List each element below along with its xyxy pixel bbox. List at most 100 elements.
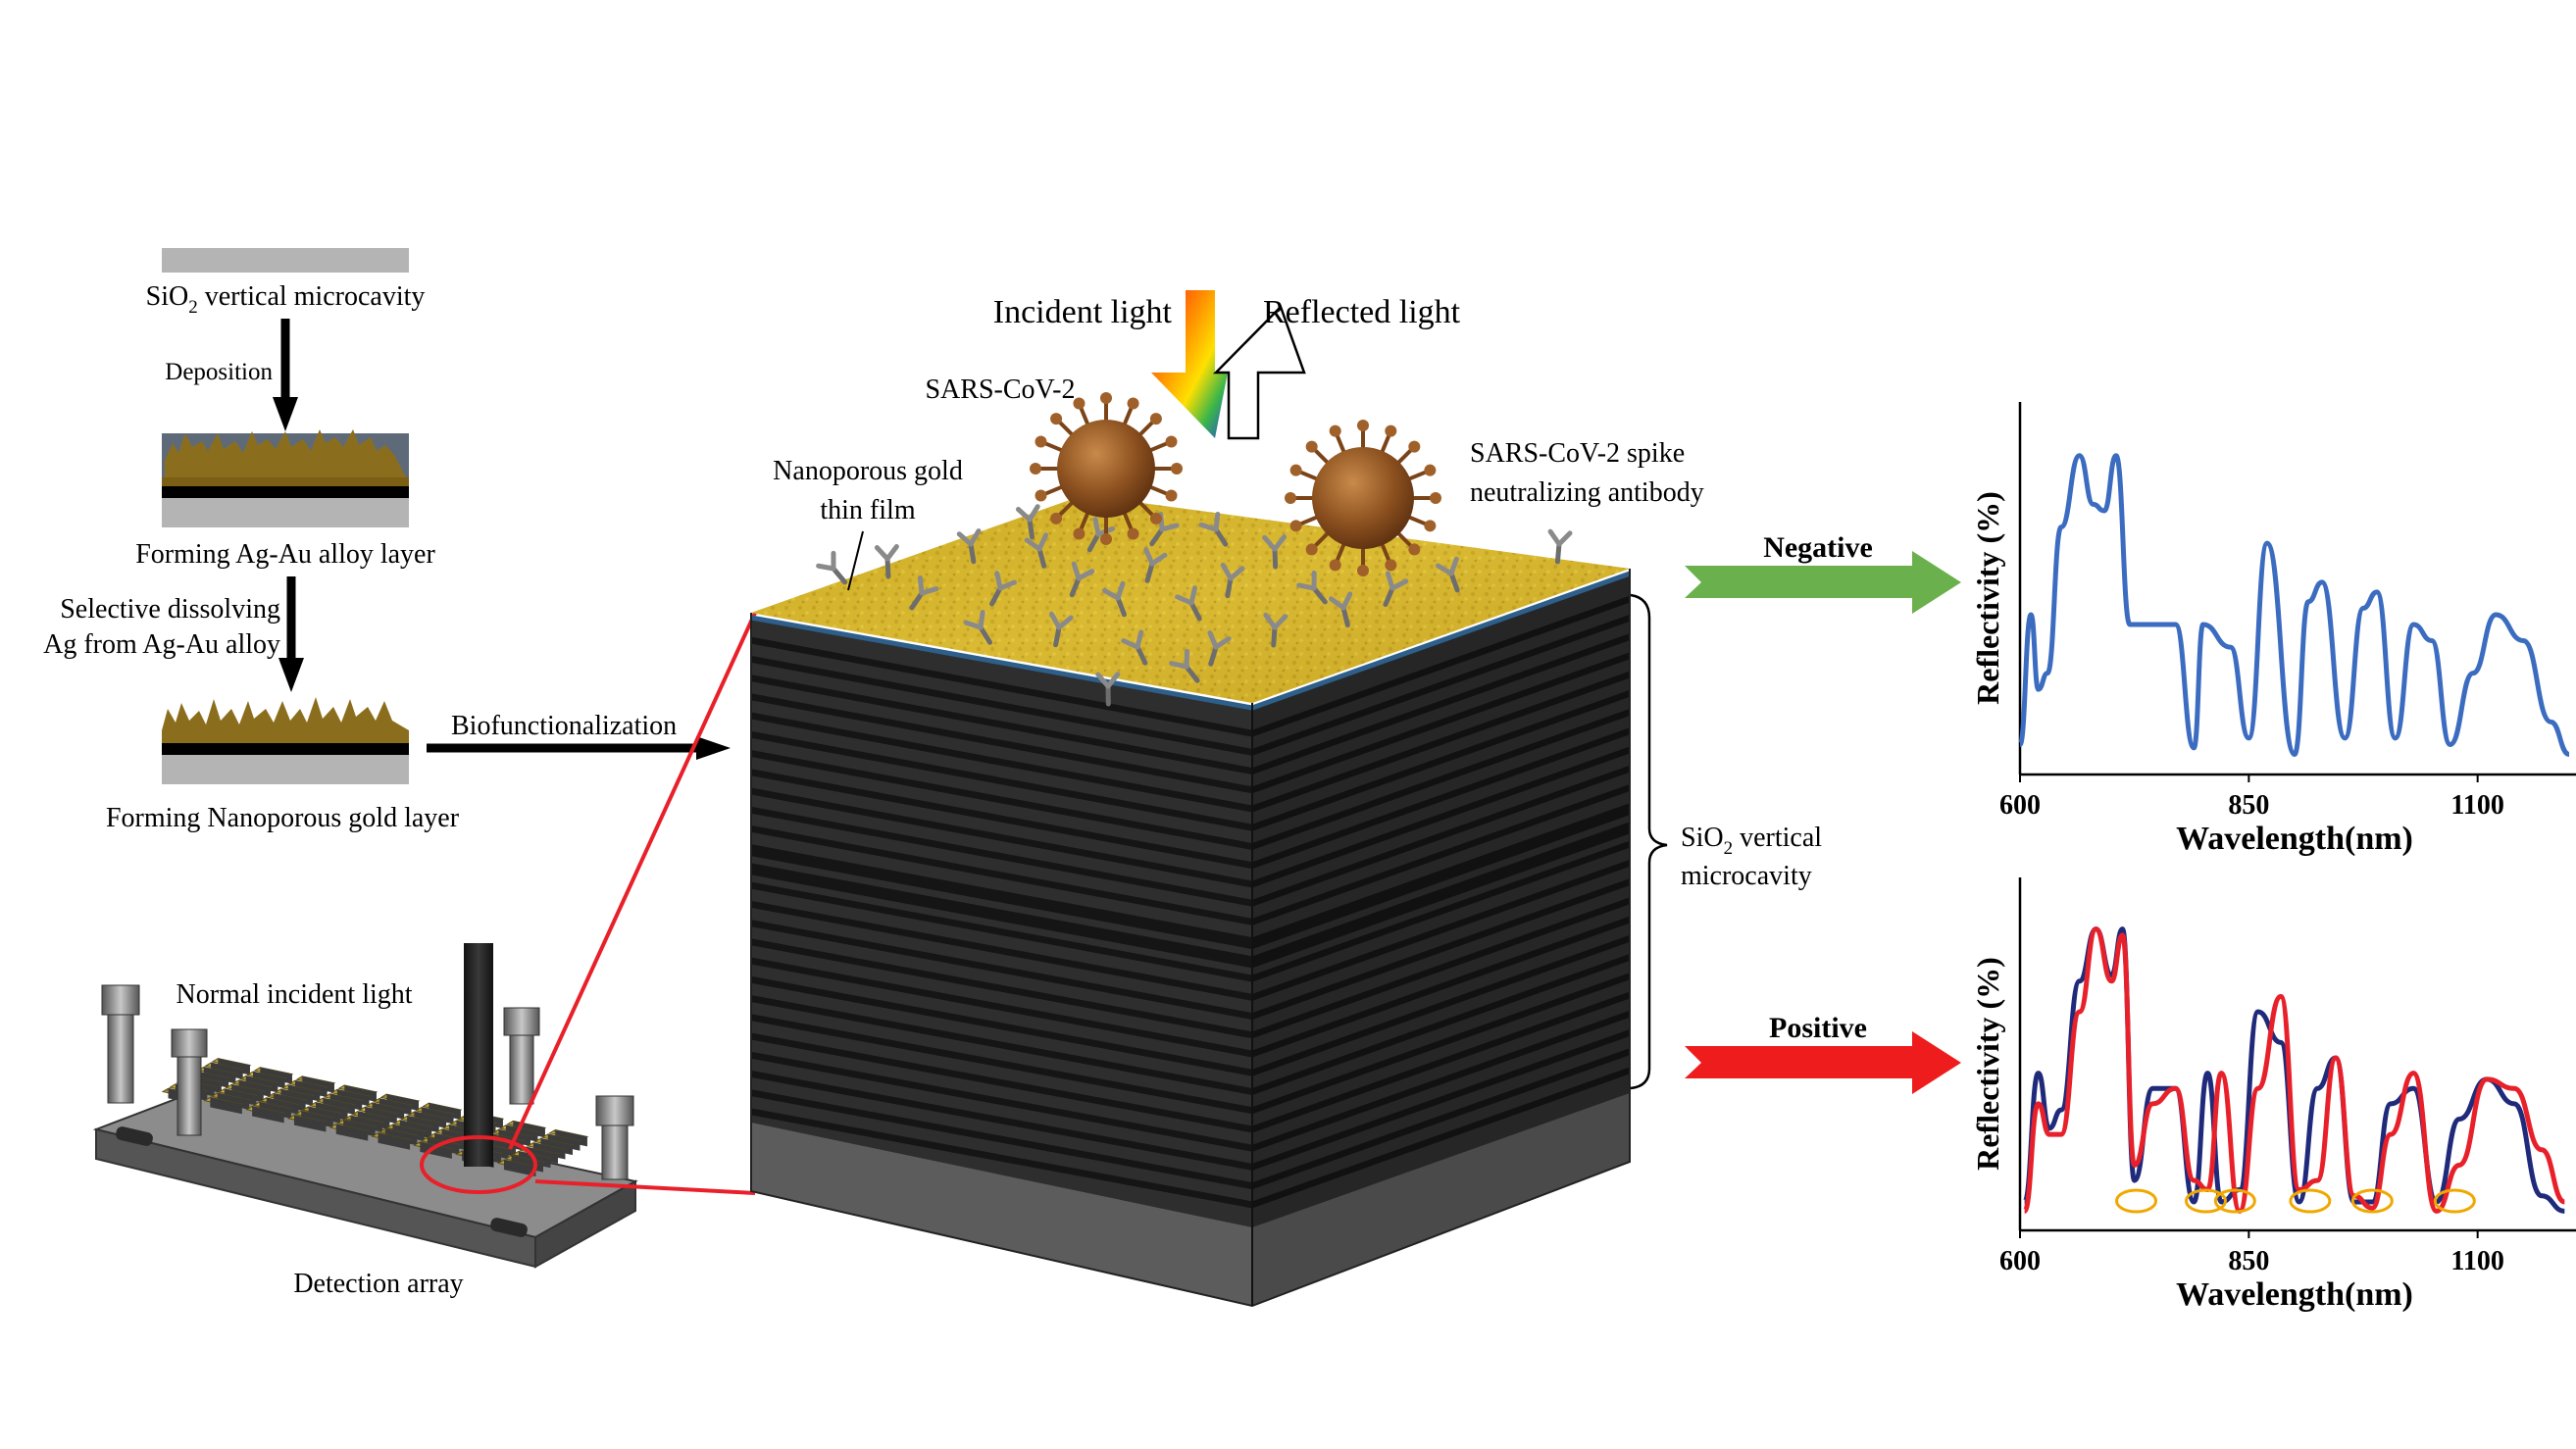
virus-spike-tip [1149, 512, 1162, 525]
cavity-layer-right [1252, 859, 1630, 1001]
virus-spike-tip [1329, 425, 1341, 437]
negative-label: Negative [1763, 531, 1873, 564]
antibody [1069, 561, 1095, 598]
antibody-field [816, 504, 1573, 707]
virus-spike-tip [1030, 463, 1041, 475]
cavity-layer-front [751, 957, 1252, 1058]
cavity-layer-front [751, 824, 1252, 925]
x-tick-label: 600 [1999, 790, 2041, 821]
npg-leader-line [847, 530, 864, 591]
virus-spike-tip [1127, 397, 1139, 410]
cavity-layer-front [751, 1108, 1252, 1209]
antibody [816, 550, 848, 585]
cavity-layer-right [1252, 822, 1630, 969]
screw-back-left [171, 1028, 208, 1136]
incident-light-label: Incident light [993, 294, 1173, 330]
cavity-layer-right [1252, 991, 1630, 1133]
step1-label: SiO2 vertical microcavity [146, 281, 426, 318]
cavity-layer-front [751, 806, 1252, 907]
cavity-layer-right [1252, 671, 1630, 813]
virus-spike-tip [1127, 527, 1139, 540]
virus-spike-tip [1165, 489, 1178, 502]
cavity-layer-right [1252, 746, 1630, 888]
sensor-pad-side [252, 1106, 284, 1124]
virus-spike-tip [1289, 520, 1302, 532]
antibody [1169, 648, 1200, 683]
detection-array: Normal incident light Detection array [92, 943, 638, 1299]
dissolve-label-line1: Selective dissolving [60, 594, 280, 625]
shift-marker [2350, 1188, 2394, 1214]
shift-marker [2184, 1188, 2227, 1214]
cavity-layer-front [751, 730, 1252, 831]
sensor-pad-side [503, 1160, 536, 1177]
microcavity-bracket [1630, 593, 1668, 1090]
series-line [2022, 926, 2566, 1214]
npg-label-line2: thin film [820, 495, 915, 525]
antibody [989, 571, 1017, 607]
cavity-layer-front [751, 1051, 1252, 1152]
antibody [1435, 556, 1460, 593]
virus-spike-tip [1165, 435, 1178, 448]
detection-array-label: Detection array [293, 1269, 463, 1299]
virus-spike-tip [1073, 527, 1086, 540]
cavity-layer-right [1252, 973, 1630, 1115]
cavity-layer-right [1252, 934, 1630, 1076]
virus-spike-tip [1424, 520, 1437, 532]
x-axis-label: Wavelength(nm) [2176, 1276, 2413, 1313]
sensor-pad-side [378, 1132, 411, 1150]
cavity-layer-front [751, 844, 1252, 950]
virus-spike-tip [1305, 440, 1318, 453]
antibody [909, 575, 939, 611]
screw-back-right [503, 1007, 540, 1105]
sensor-cube [750, 392, 1631, 1308]
cavity-layer-front [751, 863, 1252, 969]
normal-incident-light-rod [464, 943, 493, 1167]
virus-spike-tip [1430, 492, 1441, 504]
biofunc-label: Biofunctionalization [451, 711, 677, 741]
step2-label: Forming Ag-Au alloy layer [135, 539, 435, 570]
cavity-layer-front [751, 655, 1252, 756]
cavity-layer-right [1252, 916, 1630, 1058]
fabrication-process: SiO2 vertical microcavity Deposition For… [43, 248, 731, 833]
antibody-label-line1: SARS-CoV-2 spike [1470, 438, 1685, 469]
normal-light-label: Normal incident light [176, 979, 412, 1010]
virus-spike-tip [1050, 512, 1063, 525]
virus-spike-tip [1100, 392, 1112, 404]
virus-spike-tip [1385, 425, 1397, 437]
cavity-layer-front [751, 881, 1252, 982]
virus-spike-tip [1171, 463, 1183, 475]
virus-spike-tip [1329, 559, 1341, 572]
y-axis-label: Reflectivity (%) [1970, 957, 2005, 1171]
shift-marker [2115, 1188, 2158, 1214]
shift-marker [2213, 1188, 2256, 1214]
zoom-line-top [508, 612, 757, 1150]
reflected-light-arrow [1213, 304, 1306, 440]
deposition-label: Deposition [165, 359, 273, 385]
antibody [1383, 571, 1409, 608]
cavity-layer-front [751, 1089, 1252, 1190]
antibody [1101, 580, 1127, 618]
incident-light-arrow [1151, 290, 1228, 438]
alloy-layer-stack [162, 429, 409, 527]
cavity-label-line2: microcavity [1681, 861, 1812, 891]
x-axis-label: Wavelength(nm) [2176, 821, 2413, 857]
sensor-pad-side [335, 1124, 369, 1141]
antibody [1095, 672, 1121, 707]
antibody [1143, 547, 1168, 583]
antibody [963, 610, 993, 645]
npg-label-line1: Nanoporous gold [773, 456, 963, 486]
cavity-layer-right [1252, 840, 1630, 982]
cavity-layer-right [1252, 633, 1630, 775]
cavity-layer-front [751, 693, 1252, 794]
virus-spike-tip [1149, 413, 1162, 425]
x-tick-label: 850 [2228, 1246, 2269, 1276]
cavity-layer-front [751, 675, 1252, 775]
cavity-layer-front [751, 750, 1252, 850]
cavity-layer-right [1252, 689, 1630, 831]
virus-spike-tip [1285, 492, 1296, 504]
sio2-substrate [162, 248, 409, 273]
sars-cov-2-virus-right [1285, 420, 1441, 576]
virus-spike-tip [1289, 464, 1302, 476]
dissolve-arrow-head [278, 658, 304, 692]
antibody [874, 543, 899, 579]
